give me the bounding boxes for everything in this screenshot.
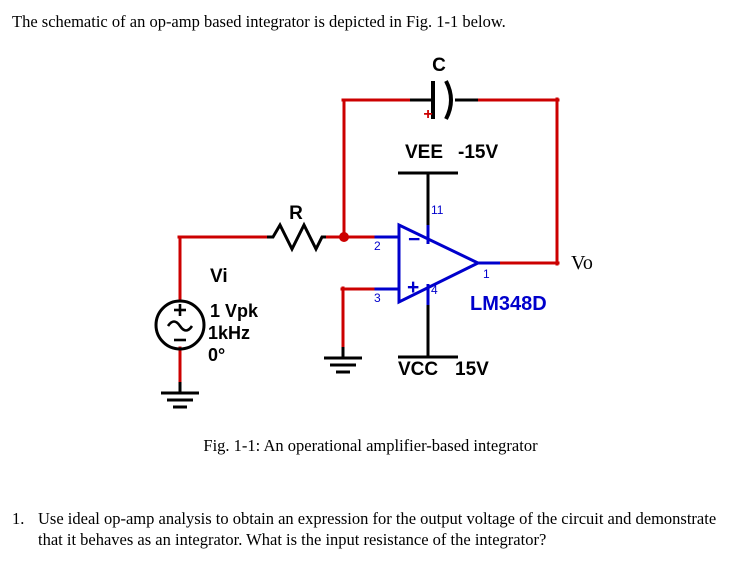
- vee-value-label: -15V: [458, 142, 499, 163]
- schematic-canvas: C +: [154, 55, 560, 409]
- question-number: 1.: [12, 509, 25, 528]
- vee-name-label: VEE: [405, 142, 444, 163]
- ground-symbol-noninverting: [324, 347, 362, 374]
- opamp-part-label: LM348D: [470, 293, 547, 315]
- vcc-name-label: VCC: [398, 359, 439, 380]
- voltage-source-Vi: [154, 299, 206, 351]
- figure-caption: Fig. 1-1: An operational amplifier-based…: [203, 436, 538, 455]
- opamp-LM348D: [372, 222, 500, 305]
- source-amplitude-label: 1 Vpk: [210, 301, 259, 321]
- opamp-triangle-body: [397, 222, 482, 305]
- pin-number-11: 11: [431, 203, 444, 217]
- pin-number-1: 1: [483, 267, 490, 281]
- pin-number-3: 3: [374, 291, 381, 305]
- pin-number-4: 4: [431, 283, 438, 297]
- capacitor-plate-curved: [444, 80, 453, 120]
- intro-paragraph: The schematic of an op-amp based integra…: [12, 12, 506, 31]
- source-ref-label: Vi: [210, 266, 228, 287]
- opamp-noninverting-sign: +: [407, 276, 420, 299]
- opamp-inverting-sign: −: [408, 228, 421, 251]
- source-phase-label: 0°: [208, 345, 226, 365]
- capacitor-C: [410, 80, 478, 120]
- ground-symbol-source: [161, 382, 199, 409]
- question-item: 1. Use ideal op-amp analysis to obtain a…: [12, 508, 728, 551]
- resistor-R: [267, 221, 326, 253]
- source-circle: [154, 299, 206, 351]
- question-text: Use ideal op-amp analysis to obtain an e…: [38, 509, 717, 550]
- vcc-value-label: 15V: [455, 359, 489, 380]
- junction-dot-inverting-node: [339, 232, 349, 242]
- feedback-wires: [341, 97, 560, 266]
- source-sine-wave: [166, 320, 194, 332]
- supply-vee-symbol: [398, 171, 458, 225]
- output-node-label: Vo: [571, 252, 593, 274]
- circuit-schematic: C +: [0, 45, 741, 435]
- supply-vcc-symbol: [398, 303, 458, 359]
- pin-number-2: 2: [374, 239, 381, 253]
- resistor-zigzag: [267, 221, 326, 253]
- source-frequency-label: 1kHz: [208, 323, 251, 343]
- capacitor-polarity-plus: +: [423, 106, 432, 123]
- resistor-ref-label: R: [289, 203, 303, 224]
- capacitor-ref-label: C: [432, 55, 446, 76]
- input-wires: [177, 235, 375, 385]
